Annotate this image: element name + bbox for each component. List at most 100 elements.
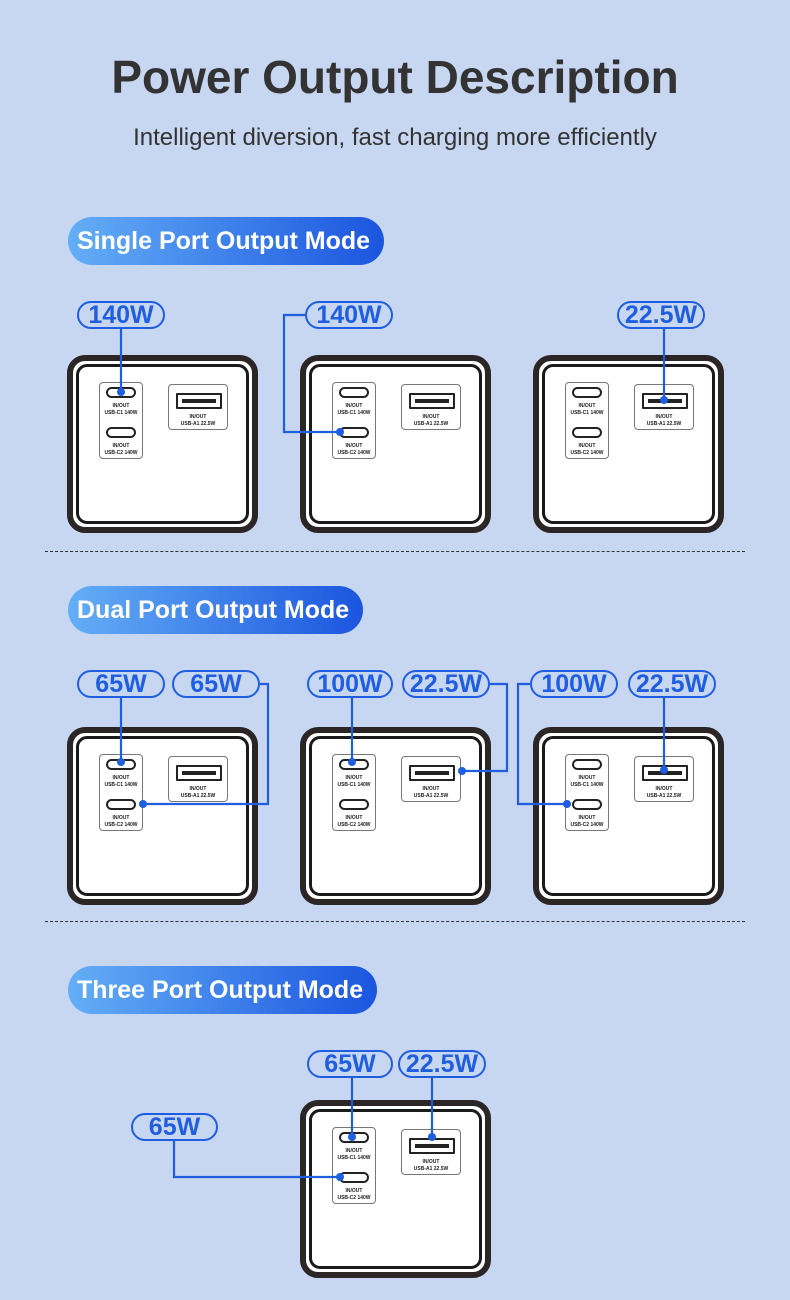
charger-inner-frame: [542, 736, 715, 896]
charger-front-panel: IN/OUT USB-C1 140W IN/OUT USB-C2 140W IN…: [533, 727, 724, 905]
usb-a-port-group: IN/OUT USB-A1 22.5W: [401, 1129, 461, 1175]
port-label: IN/OUT: [112, 403, 130, 409]
usb-c1-port-icon: [572, 759, 602, 770]
dual-port-mode-header: Dual Port Output Mode: [68, 586, 364, 634]
port-label: IN/OUT: [578, 815, 596, 821]
charger-front-panel: IN/OUT USB-C1 140W IN/OUT USB-C2 140W IN…: [300, 355, 491, 533]
usb-c2-port-icon: [339, 799, 369, 810]
port-label: IN/OUT: [578, 403, 596, 409]
usb-c-port-group: IN/OUT USB-C1 140W IN/OUT USB-C2 140W: [332, 754, 376, 831]
port-label: IN/OUT: [112, 443, 130, 449]
usb-c1-port-icon: [106, 387, 136, 398]
usb-a1-port-icon: [642, 765, 688, 781]
output-wattage-label: 65W: [77, 670, 165, 698]
port-label: USB-A1 22.5W: [180, 421, 216, 427]
port-label: USB-C1 140W: [104, 410, 138, 416]
usb-a1-port-icon: [409, 393, 455, 409]
port-label: USB-A1 22.5W: [413, 1166, 449, 1172]
port-label: IN/OUT: [345, 1188, 363, 1194]
three-port-mode-header: Three Port Output Mode: [68, 966, 378, 1014]
usb-a-port-group: IN/OUT USB-A1 22.5W: [168, 756, 228, 802]
charger-front-panel: IN/OUT USB-C1 140W IN/OUT USB-C2 140W IN…: [67, 727, 258, 905]
port-label: IN/OUT: [189, 414, 207, 420]
charger-front-panel: IN/OUT USB-C1 140W IN/OUT USB-C2 140W IN…: [300, 1100, 491, 1278]
port-label: USB-C1 140W: [337, 410, 371, 416]
port-label: IN/OUT: [422, 414, 440, 420]
port-label: USB-C1 140W: [337, 782, 371, 788]
page-title: Power Output Description: [111, 51, 679, 103]
output-wattage-label: 22.5W: [398, 1050, 486, 1078]
port-label: IN/OUT: [112, 775, 130, 781]
usb-c-port-group: IN/OUT USB-C1 140W IN/OUT USB-C2 140W: [565, 382, 609, 459]
charger-front-panel: IN/OUT USB-C1 140W IN/OUT USB-C2 140W IN…: [533, 355, 724, 533]
usb-a-port-group: IN/OUT USB-A1 22.5W: [401, 384, 461, 430]
port-label: USB-C1 140W: [104, 782, 138, 788]
usb-a-port-group: IN/OUT USB-A1 22.5W: [401, 756, 461, 802]
usb-c2-port-icon: [106, 427, 136, 438]
usb-c1-port-icon: [339, 387, 369, 398]
usb-c1-port-icon: [339, 1132, 369, 1143]
output-wattage-label: 140W: [305, 301, 393, 329]
port-label: IN/OUT: [345, 403, 363, 409]
section-divider: [45, 921, 745, 922]
port-label: USB-C1 140W: [570, 782, 604, 788]
usb-c-port-group: IN/OUT USB-C1 140W IN/OUT USB-C2 140W: [565, 754, 609, 831]
port-label: USB-A1 22.5W: [413, 793, 449, 799]
port-label: IN/OUT: [655, 786, 673, 792]
usb-c2-port-icon: [339, 427, 369, 438]
usb-a1-port-icon: [176, 765, 222, 781]
port-label: IN/OUT: [578, 775, 596, 781]
port-label: IN/OUT: [345, 1148, 363, 1154]
output-wattage-label: 65W: [307, 1050, 393, 1078]
output-wattage-label: 100W: [307, 670, 393, 698]
port-label: USB-A1 22.5W: [413, 421, 449, 427]
charger-inner-frame: [309, 736, 482, 896]
port-label: IN/OUT: [112, 815, 130, 821]
output-wattage-label: 140W: [77, 301, 165, 329]
output-wattage-label: 65W: [172, 670, 260, 698]
port-label: USB-C2 140W: [104, 822, 138, 828]
port-label: IN/OUT: [345, 443, 363, 449]
usb-c1-port-icon: [339, 759, 369, 770]
port-label: USB-A1 22.5W: [180, 793, 216, 799]
usb-c1-port-icon: [572, 387, 602, 398]
port-label: USB-C1 140W: [570, 410, 604, 416]
port-label: IN/OUT: [578, 443, 596, 449]
port-label: USB-C2 140W: [337, 450, 371, 456]
section-divider: [45, 551, 745, 552]
usb-a-port-group: IN/OUT USB-A1 22.5W: [168, 384, 228, 430]
port-label: IN/OUT: [422, 1159, 440, 1165]
port-label: IN/OUT: [189, 786, 207, 792]
usb-a1-port-icon: [409, 765, 455, 781]
port-label: IN/OUT: [655, 414, 673, 420]
port-label: IN/OUT: [345, 775, 363, 781]
usb-a1-port-icon: [176, 393, 222, 409]
usb-a1-port-icon: [409, 1138, 455, 1154]
port-label: IN/OUT: [422, 786, 440, 792]
usb-c2-port-icon: [572, 799, 602, 810]
charger-inner-frame: [309, 1109, 482, 1269]
output-wattage-label: 65W: [131, 1113, 218, 1141]
charger-inner-frame: [309, 364, 482, 524]
usb-c-port-group: IN/OUT USB-C1 140W IN/OUT USB-C2 140W: [332, 382, 376, 459]
port-label: USB-C2 140W: [570, 450, 604, 456]
usb-c-port-group: IN/OUT USB-C1 140W IN/OUT USB-C2 140W: [332, 1127, 376, 1204]
port-label: USB-C2 140W: [104, 450, 138, 456]
output-wattage-label: 22.5W: [402, 670, 490, 698]
usb-c1-port-icon: [106, 759, 136, 770]
usb-c2-port-icon: [339, 1172, 369, 1183]
usb-a-port-group: IN/OUT USB-A1 22.5W: [634, 384, 694, 430]
usb-c-port-group: IN/OUT USB-C1 140W IN/OUT USB-C2 140W: [99, 754, 143, 831]
port-label: USB-C1 140W: [337, 1155, 371, 1161]
port-label: USB-C2 140W: [570, 822, 604, 828]
charger-front-panel: IN/OUT USB-C1 140W IN/OUT USB-C2 140W IN…: [300, 727, 491, 905]
port-label: USB-C2 140W: [337, 822, 371, 828]
output-wattage-label: 100W: [530, 670, 618, 698]
usb-c-port-group: IN/OUT USB-C1 140W IN/OUT USB-C2 140W: [99, 382, 143, 459]
single-port-mode-header: Single Port Output Mode: [68, 217, 385, 265]
port-label: USB-C2 140W: [337, 1195, 371, 1201]
usb-c2-port-icon: [106, 799, 136, 810]
charger-inner-frame: [76, 364, 249, 524]
charger-inner-frame: [542, 364, 715, 524]
usb-a1-port-icon: [642, 393, 688, 409]
